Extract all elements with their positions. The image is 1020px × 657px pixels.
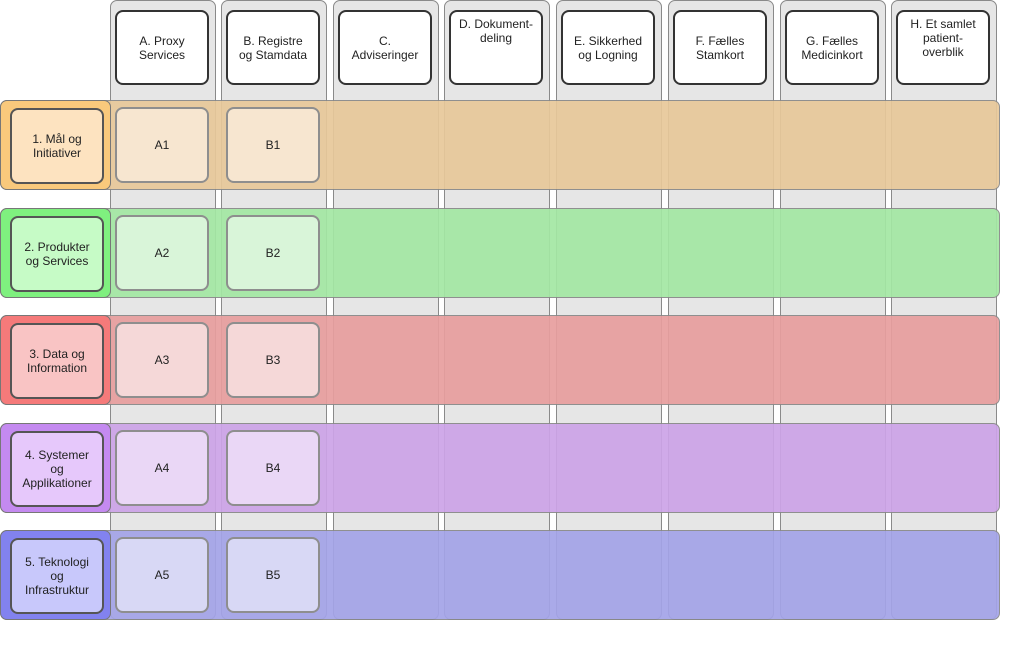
- column-lane-f: [668, 0, 774, 620]
- cell-a1[interactable]: A1: [115, 107, 209, 183]
- column-header-e[interactable]: E. Sikkerhed og Logning: [561, 10, 655, 85]
- cell-a2[interactable]: A2: [115, 215, 209, 291]
- column-lane-c: [333, 0, 439, 620]
- column-lane-h: [891, 0, 997, 620]
- row-label-4[interactable]: 4. Systemer og Applikationer: [10, 431, 104, 507]
- cell-b1[interactable]: B1: [226, 107, 320, 183]
- column-header-b[interactable]: B. Registre og Stamdata: [226, 10, 320, 85]
- column-header-c[interactable]: C. Adviseringer: [338, 10, 432, 85]
- column-lane-e: [556, 0, 662, 620]
- row-header-5: 5. Teknologi og Infrastruktur: [0, 530, 111, 620]
- column-header-f[interactable]: F. Fælles Stamkort: [673, 10, 767, 85]
- row-header-1: 1. Mål og Initiativer: [0, 100, 111, 190]
- row-label-2[interactable]: 2. Produkter og Services: [10, 216, 104, 292]
- column-lane-a: [110, 0, 216, 620]
- row-header-3: 3. Data og Information: [0, 315, 111, 405]
- row-label-1[interactable]: 1. Mål og Initiativer: [10, 108, 104, 184]
- cell-b2[interactable]: B2: [226, 215, 320, 291]
- row-label-5[interactable]: 5. Teknologi og Infrastruktur: [10, 538, 104, 614]
- column-header-g[interactable]: G. Fælles Medicinkort: [785, 10, 879, 85]
- cell-b5[interactable]: B5: [226, 537, 320, 613]
- column-header-h[interactable]: H. Et samlet patient- overblik: [896, 10, 990, 85]
- row-header-2: 2. Produkter og Services: [0, 208, 111, 298]
- row-header-4: 4. Systemer og Applikationer: [0, 423, 111, 513]
- column-header-d[interactable]: D. Dokument- deling: [449, 10, 543, 85]
- column-lane-b: [221, 0, 327, 620]
- column-lane-d: [444, 0, 550, 620]
- cell-b3[interactable]: B3: [226, 322, 320, 398]
- cell-b4[interactable]: B4: [226, 430, 320, 506]
- row-label-3[interactable]: 3. Data og Information: [10, 323, 104, 399]
- column-header-a[interactable]: A. Proxy Services: [115, 10, 209, 85]
- cell-a5[interactable]: A5: [115, 537, 209, 613]
- cell-a4[interactable]: A4: [115, 430, 209, 506]
- column-lane-g: [780, 0, 886, 620]
- cell-a3[interactable]: A3: [115, 322, 209, 398]
